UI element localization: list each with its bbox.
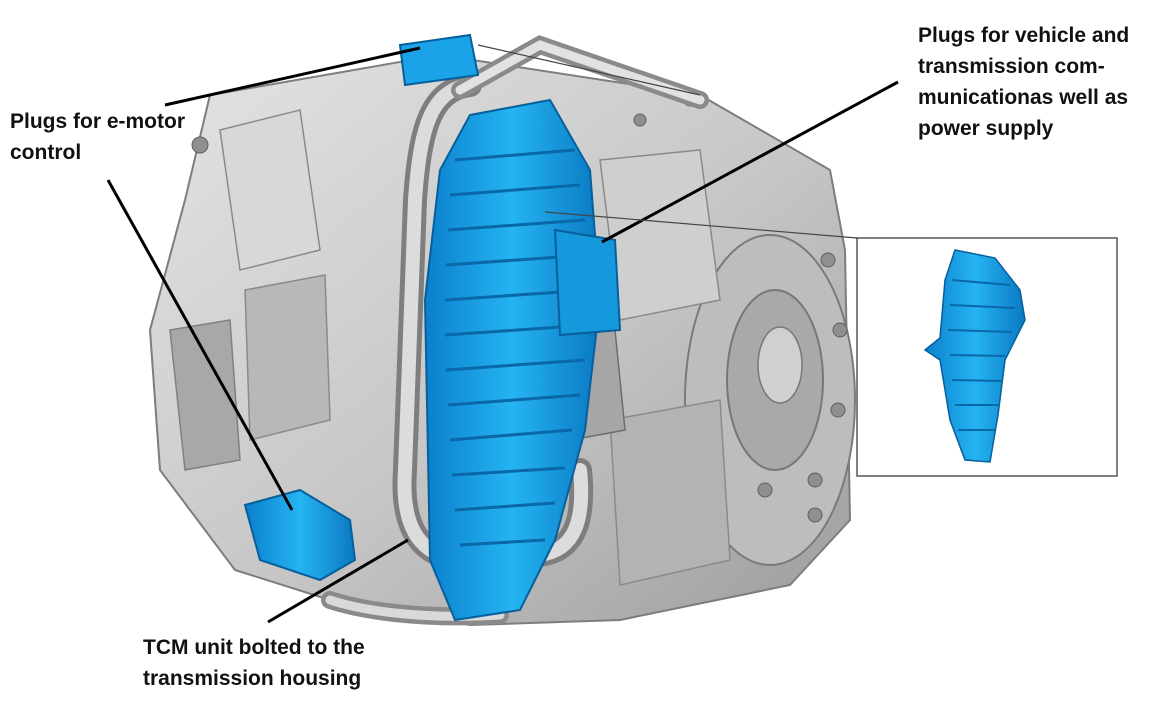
tcm-inset: [856, 237, 1118, 477]
label-vehicle-plugs: Plugs for vehicle and transmission com- …: [918, 20, 1129, 144]
leader-emotor-bottom: [106, 179, 294, 511]
label-vehicle-line3: municationas well as: [918, 86, 1129, 109]
leader-emotor-top: [164, 46, 421, 107]
label-emotor-plugs: Plugs for e-motor control: [10, 106, 185, 168]
leader-tcm: [267, 538, 409, 624]
label-vehicle-line4: power supply: [918, 117, 1054, 140]
label-vehicle-line2: transmission com-: [918, 55, 1105, 78]
inset-pointer-lines: [477, 44, 858, 239]
label-tcm-unit: TCM unit bolted to the transmission hous…: [143, 632, 365, 694]
leader-lines: [106, 46, 899, 624]
label-tcm-line2: transmission housing: [143, 667, 362, 690]
tcm-unit: [398, 33, 622, 622]
emotor-plug-lower: [243, 488, 357, 582]
leader-vehicle: [601, 80, 899, 244]
label-emotor-line1: Plugs for e-motor: [10, 110, 186, 133]
label-vehicle-line1: Plugs for vehicle and: [918, 24, 1130, 47]
label-tcm-line1: TCM unit bolted to the: [143, 636, 365, 659]
label-emotor-line2: control: [10, 141, 82, 164]
